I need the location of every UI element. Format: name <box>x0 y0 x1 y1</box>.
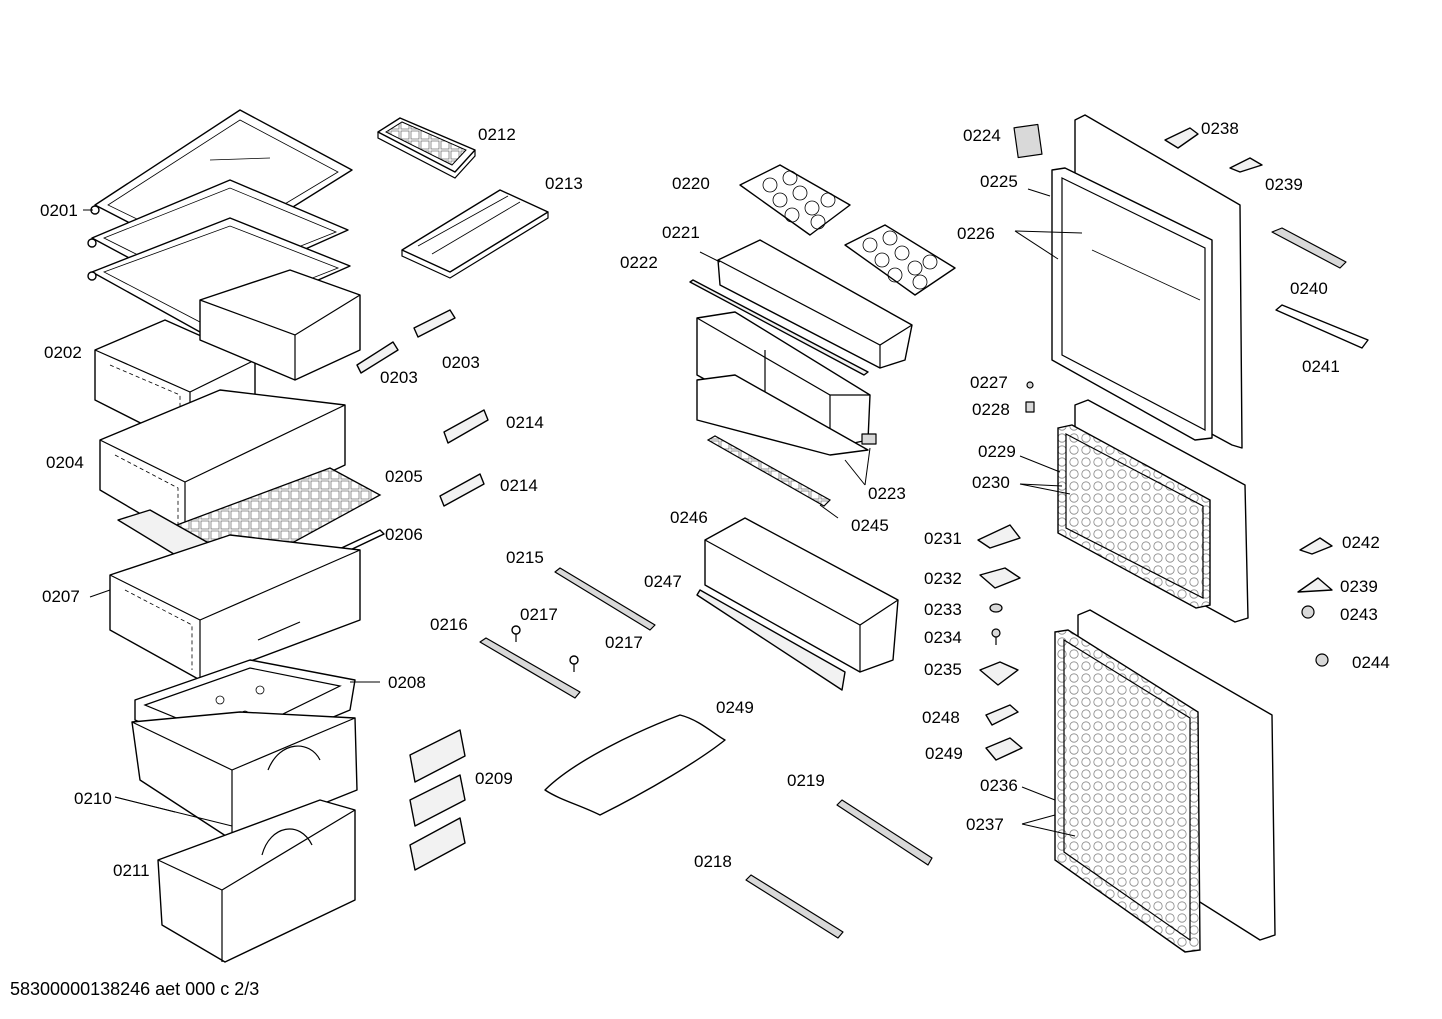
rail-0219 <box>836 799 933 866</box>
callout-label: 0214 <box>500 476 538 495</box>
callout-label: 0217 <box>520 605 558 624</box>
door-bin-0221 <box>717 239 913 369</box>
clip-0214 <box>439 409 489 507</box>
callout-labels: 0201 0202 0203 0203 0204 0205 0206 0207 … <box>40 119 1390 880</box>
callout-label: 0235 <box>924 660 962 679</box>
callout-label: 0209 <box>475 769 513 788</box>
callout-label: 0227 <box>970 373 1008 392</box>
callout-label: 0215 <box>506 548 544 567</box>
callout-label: 0241 <box>1302 357 1340 376</box>
callout-label: 0211 <box>113 861 150 880</box>
callout-label: 0205 <box>385 467 423 486</box>
callout-label: 0204 <box>46 453 84 472</box>
leader-lines <box>83 188 1083 837</box>
callout-label: 0222 <box>620 253 658 272</box>
screw-0217 <box>511 625 579 672</box>
callout-label: 0233 <box>924 600 962 619</box>
shelf-0223 <box>696 311 877 456</box>
callout-label: 0238 <box>1201 119 1239 138</box>
callout-label: 0249 <box>925 744 963 763</box>
callout-label: 0206 <box>385 525 423 544</box>
rail-0218 <box>745 874 844 939</box>
tray-0213 <box>401 189 549 279</box>
callout-label: 0242 <box>1342 533 1380 552</box>
callout-label: 0228 <box>972 400 1010 419</box>
callout-label: 0216 <box>430 615 468 634</box>
drawer-0211 <box>157 799 356 963</box>
callout-label: 0239 <box>1265 175 1303 194</box>
callout-label: 0219 <box>787 771 825 790</box>
callout-label: 0230 <box>972 473 1010 492</box>
rail-0215 <box>554 567 656 631</box>
strip-0222 <box>689 279 869 376</box>
clip-0203 <box>356 309 456 374</box>
door-bin-0246 <box>704 517 899 673</box>
callout-label: 0214 <box>506 413 544 432</box>
upper-door <box>1013 114 1243 449</box>
callout-label: 0226 <box>957 224 995 243</box>
callout-label: 0210 <box>74 789 112 808</box>
egg-tray-0220 <box>739 164 956 296</box>
callout-label: 0232 <box>924 569 962 588</box>
sheet-0249 <box>544 714 726 816</box>
rail-0216 <box>479 637 581 699</box>
callout-label: 0225 <box>980 172 1018 191</box>
drawer-0207 <box>109 534 361 681</box>
callout-label: 0245 <box>851 516 889 535</box>
callout-label: 0249 <box>716 698 754 717</box>
drawing-reference-footer: 58300000138246 aet 000 c 2/3 <box>10 979 260 999</box>
glass-shelf-0201 <box>87 109 353 333</box>
grille-0245 <box>706 435 831 507</box>
callout-label: 0239 <box>1340 577 1378 596</box>
callout-label: 0236 <box>980 776 1018 795</box>
callout-label: 0229 <box>978 442 1016 461</box>
callout-label: 0213 <box>545 174 583 193</box>
callout-label: 0248 <box>922 708 960 727</box>
callout-label: 0207 <box>42 587 80 606</box>
drawer-0204 <box>99 389 346 541</box>
callout-label: 0203 <box>380 368 418 387</box>
callout-label: 0234 <box>924 628 962 647</box>
callout-label: 0203 <box>442 353 480 372</box>
lower-door <box>1054 609 1276 953</box>
ice-tray-0212 <box>377 117 476 179</box>
callout-label: 0244 <box>1352 653 1390 672</box>
callout-label: 0223 <box>868 484 906 503</box>
callout-label: 0212 <box>478 125 516 144</box>
callout-label: 0231 <box>924 529 962 548</box>
rail-cover-0209 <box>409 729 466 871</box>
callout-label: 0208 <box>388 673 426 692</box>
callout-label: 0224 <box>963 126 1001 145</box>
callout-label: 0221 <box>662 223 700 242</box>
callout-label: 0201 <box>40 201 78 220</box>
callout-label: 0218 <box>694 852 732 871</box>
callout-label: 0237 <box>966 815 1004 834</box>
callout-label: 0246 <box>670 508 708 527</box>
middle-door <box>1057 399 1249 623</box>
callout-label: 0217 <box>605 633 643 652</box>
strip-0247 <box>696 589 846 691</box>
callout-label: 0220 <box>672 174 710 193</box>
callout-label: 0247 <box>644 572 682 591</box>
callout-label: 0240 <box>1290 279 1328 298</box>
callout-label: 0202 <box>44 343 82 362</box>
callout-label: 0243 <box>1340 605 1378 624</box>
hinge-parts <box>977 127 1369 761</box>
